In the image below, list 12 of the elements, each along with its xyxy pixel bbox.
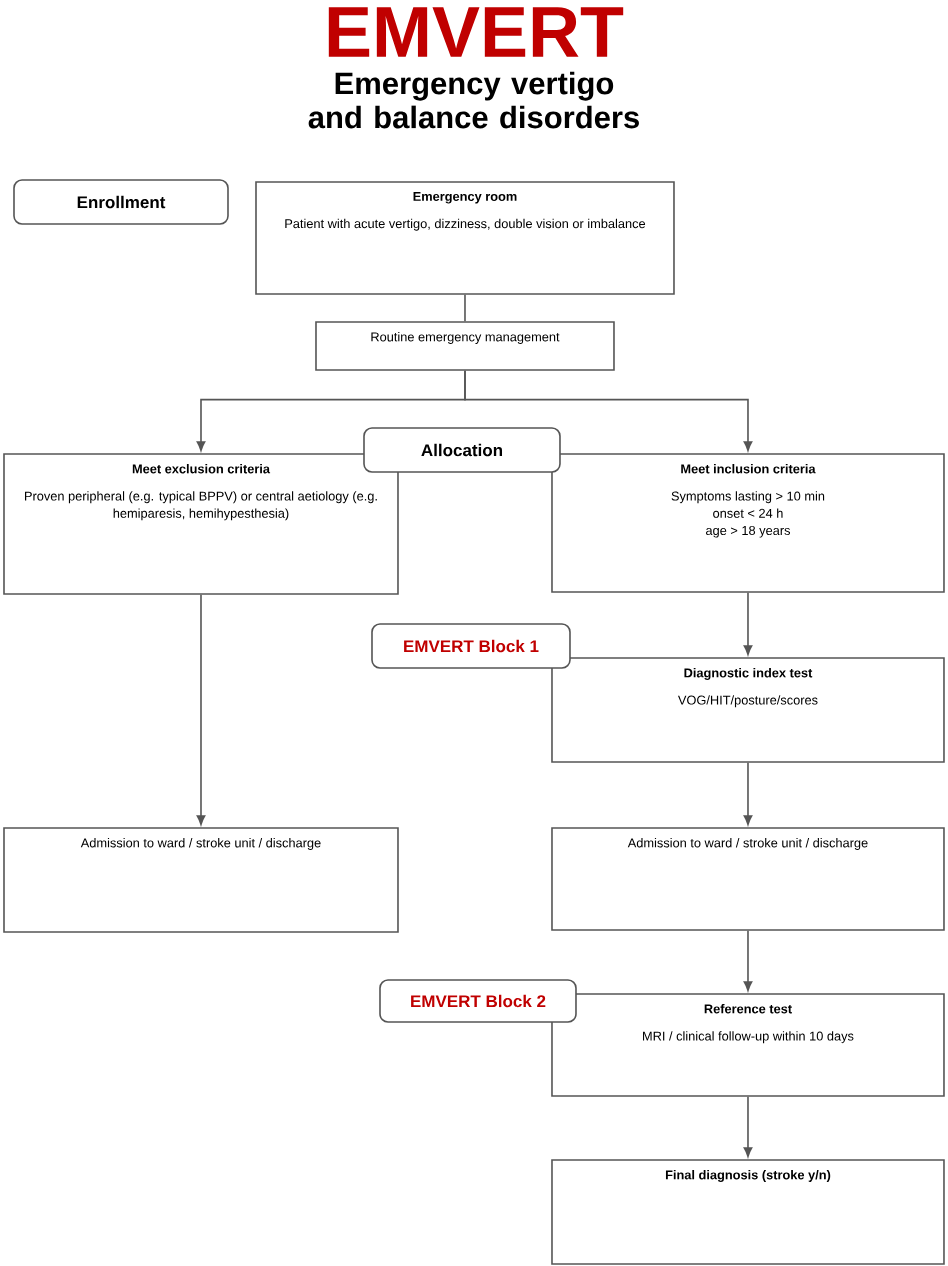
arrow: [464, 370, 753, 452]
arrow: [743, 762, 753, 825]
stage-label: Allocation: [363, 427, 561, 473]
arrow: [743, 592, 753, 656]
title: EMVERT: [328, 7, 624, 57]
arrow: [743, 1096, 753, 1157]
arrow: [743, 930, 753, 991]
block-label: EMVERT Block 1: [371, 623, 571, 669]
stage-label: Enrollment: [13, 179, 229, 225]
arrow: [196, 594, 206, 825]
subtitle: Emergency vertigo and balance disorders: [308, 71, 639, 129]
block-label: EMVERT Block 2: [379, 979, 577, 1023]
